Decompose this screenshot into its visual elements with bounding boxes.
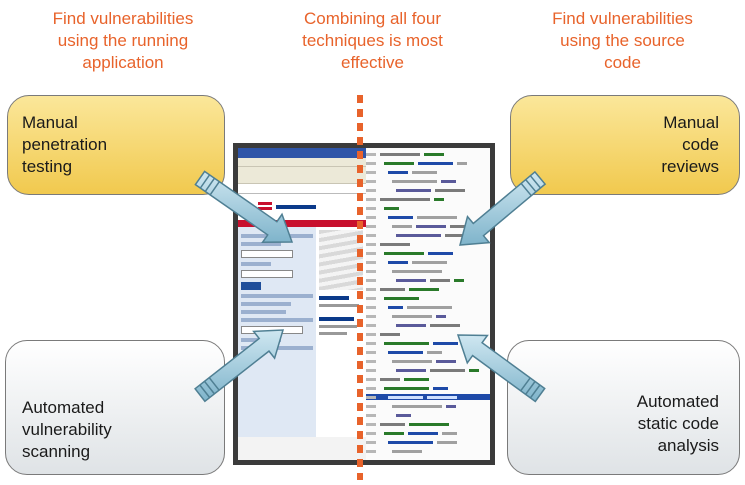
code-line — [366, 295, 490, 301]
code-line — [366, 268, 490, 274]
arrow-manual-penetration — [194, 170, 294, 243]
code-line — [366, 340, 490, 346]
arrow-manual-code-tail-stripe — [525, 179, 537, 193]
passcode-field — [241, 270, 293, 278]
code-line — [366, 169, 490, 175]
bank-logo-wordmark — [276, 205, 316, 209]
arrow-manual-code-tail-stripe — [520, 182, 532, 197]
arrow-automated-static-tail-stripe — [529, 384, 541, 399]
code-line — [366, 277, 490, 283]
code-line — [366, 376, 490, 382]
code-line — [366, 394, 490, 400]
code-line — [366, 403, 490, 409]
arrow-automated-vulnerability-tail-stripe — [203, 380, 215, 395]
code-line — [366, 349, 490, 355]
arrow-automated-vulnerability-tail-stripe — [199, 384, 211, 399]
arrow-manual-code — [459, 170, 547, 246]
arrow-manual-penetration-tail-stripe — [204, 177, 216, 192]
code-line — [366, 232, 490, 238]
code-line — [366, 421, 490, 427]
code-line — [366, 412, 490, 418]
browser-address-bar — [238, 184, 366, 194]
code-line — [366, 439, 490, 445]
code-line — [366, 304, 490, 310]
bank-logo-icon — [258, 202, 272, 212]
code-line — [366, 250, 490, 256]
callout-automated-vulnerability-scanning: Automated vulnerability scanning — [5, 340, 225, 475]
code-line — [366, 448, 490, 454]
code-line — [366, 259, 490, 265]
arrow-manual-penetration-tail-stripe — [209, 181, 220, 196]
arrow-automated-vulnerability — [194, 329, 285, 403]
callout-automated-static-code-analysis: Automated static code analysis — [507, 340, 740, 475]
code-line — [366, 205, 490, 211]
source-code-screenshot — [366, 148, 490, 460]
heading-combining-techniques: Combining all four techniques is most ef… — [302, 9, 443, 72]
code-line — [366, 385, 490, 391]
callout-manual-code-reviews: Manual code reviews — [510, 95, 740, 195]
browser-title-bar — [238, 148, 366, 158]
code-line — [366, 214, 490, 220]
heading-source-code: Find vulnerabilities using the source co… — [552, 9, 693, 72]
code-line — [366, 430, 490, 436]
code-line — [366, 151, 490, 157]
code-line — [366, 286, 490, 292]
code-line — [366, 187, 490, 193]
code-line — [366, 241, 490, 247]
sign-in-button — [241, 282, 261, 290]
arrow-automated-vulnerability-tail-stripe — [208, 377, 220, 391]
arrow-manual-penetration-tail-stripe — [199, 174, 211, 189]
browser-toolbar — [238, 166, 366, 184]
bank-nav-bar — [238, 220, 366, 227]
code-line — [366, 367, 490, 373]
arrow-manual-code-tail-stripe — [529, 175, 542, 189]
browser-menu-bar — [238, 158, 366, 166]
code-line — [366, 196, 490, 202]
code-line — [366, 160, 490, 166]
code-line — [366, 223, 490, 229]
code-line — [366, 178, 490, 184]
code-line — [366, 313, 490, 319]
code-line — [366, 358, 490, 364]
heading-running-application: Find vulnerabilities using the running a… — [52, 9, 194, 72]
arrow-automated-static — [456, 334, 546, 403]
arrow-automated-static-tail-stripe — [524, 381, 536, 395]
arrow-automated-static-tail-stripe — [520, 377, 531, 392]
code-line — [366, 331, 490, 337]
promo-image — [319, 230, 363, 290]
screenshots-panel — [233, 143, 495, 465]
code-line — [366, 322, 490, 328]
dashed-divider — [357, 95, 363, 480]
callout-manual-penetration-testing: Manual penetration testing — [7, 95, 225, 195]
login-id-field — [241, 250, 293, 258]
